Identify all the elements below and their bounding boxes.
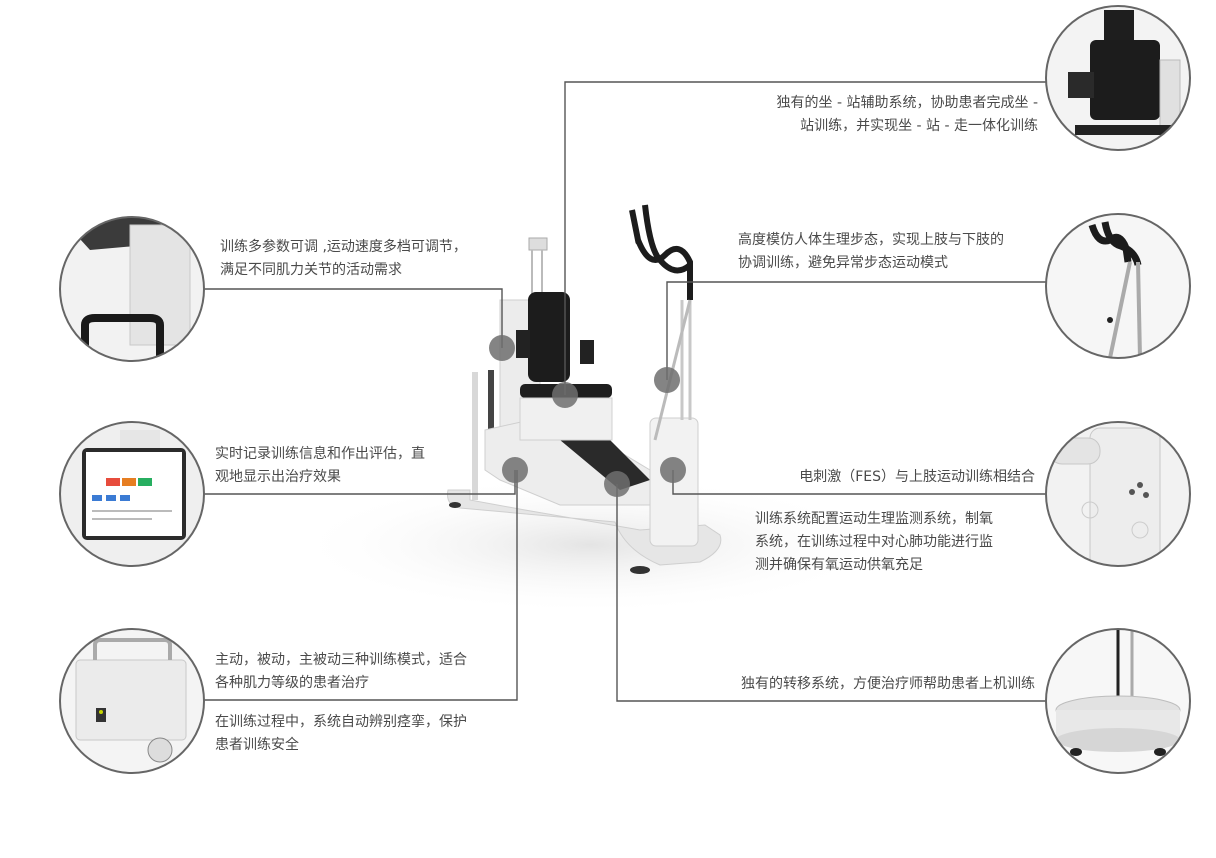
detail-circle-record <box>59 421 205 567</box>
detail-circle-sit-stand <box>1045 5 1191 151</box>
backrest <box>528 292 570 382</box>
detail-circle-gait <box>1045 213 1191 359</box>
line-modes <box>204 470 518 701</box>
detail-circle-params <box>59 216 205 362</box>
detail-circle-modes <box>59 628 205 774</box>
pedal-linkage <box>560 430 650 490</box>
callout-record: 实时记录训练信息和作出评估，直 观地显示出治疗效果 <box>215 446 425 485</box>
marker-fes <box>660 457 686 483</box>
marker-transfer <box>604 471 630 497</box>
handle-bars <box>629 204 693 300</box>
side-pad <box>580 340 594 364</box>
floor-shadow <box>290 475 890 615</box>
detail-circle-transfer <box>1045 628 1191 774</box>
callout-modes: 主动，被动，主被动三种训练模式，适合 各种肌力等级的患者治疗 <box>215 652 467 691</box>
rear-post <box>488 370 494 450</box>
connector-lines <box>204 81 1048 702</box>
rear-post <box>472 372 478 500</box>
line-gait <box>666 281 1048 380</box>
callout-fes: 电刺激（FES）与上肢运动训练相结合 <box>799 469 1035 485</box>
marker-gait <box>654 367 680 393</box>
callout-params: 训练多参数可调 ,运动速度多档可调节， 满足不同肌力关节的活动需求 <box>220 239 467 278</box>
line-params <box>204 288 503 348</box>
top-unit <box>528 237 548 251</box>
callout-sit-stand: 独有的坐 - 站辅助系统，协助患者完成坐 - 站训练，并实现坐 - 站 - 走一… <box>776 95 1038 134</box>
detail-circle-fes <box>1045 421 1191 567</box>
marker-params <box>489 335 515 361</box>
line-transfer <box>616 484 1048 702</box>
callout-transfer: 独有的转移系统，方便治疗师帮助患者上机训练 <box>741 676 1035 692</box>
wheel <box>630 566 650 574</box>
callout-safety: 在训练过程中，系统自动辨别痉挛，保护 患者训练安全 <box>215 714 467 753</box>
callout-gait: 高度模仿人体生理步态，实现上肢与下肢的 协调训练，避免异常步态运动模式 <box>738 232 1004 271</box>
rehab-machine <box>447 204 722 574</box>
line-sit-stand <box>564 81 1048 395</box>
wheel <box>449 502 461 508</box>
feature-markers <box>489 335 686 497</box>
marker-record <box>502 457 528 483</box>
side-pad <box>516 330 530 358</box>
marker-sit-stand <box>552 382 578 408</box>
callout-monitor: 训练系统配置运动生理监测系统，制氧 系统，在训练过程中对心肺功能进行监 测并确保… <box>755 511 993 573</box>
